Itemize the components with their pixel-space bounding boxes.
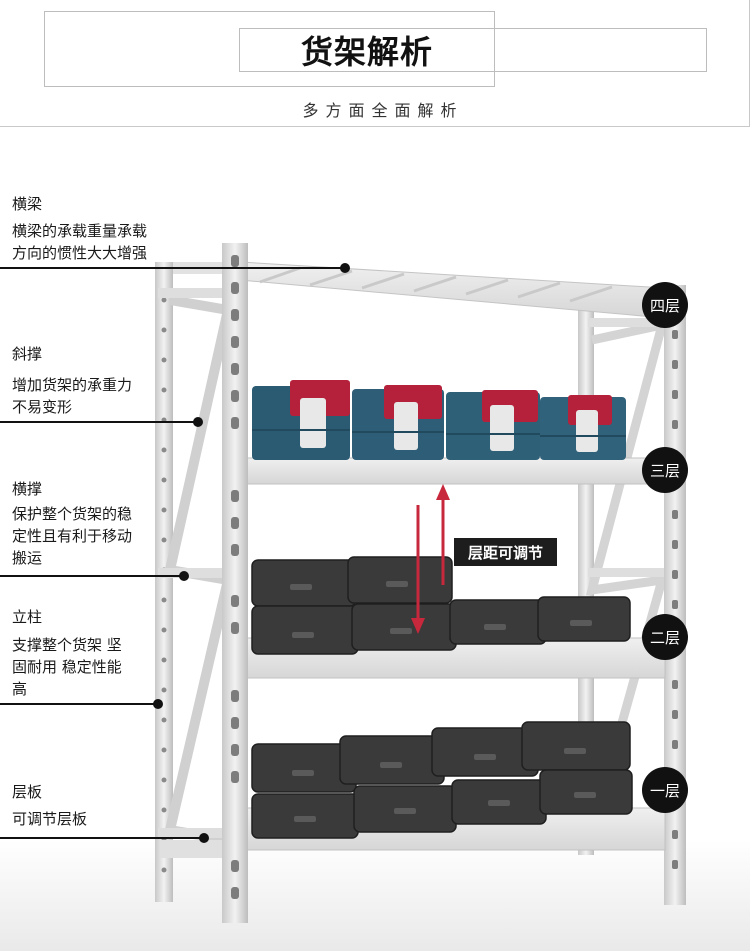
annotation-post-title: 立柱 xyxy=(12,608,43,626)
annotation-crossbar-dot xyxy=(179,571,189,581)
page-title: 货架解析 xyxy=(300,33,433,71)
front-right-post-holes xyxy=(672,330,678,869)
level-badge-4: 四层 xyxy=(642,282,688,328)
side-rails xyxy=(158,288,668,838)
annotation-board-leader xyxy=(0,833,209,843)
shelf-level-3 xyxy=(239,457,666,485)
level-badge-3: 三层 xyxy=(642,447,688,493)
black-cases-level-2-latches xyxy=(290,581,592,638)
adjust-label: 层距可调节 xyxy=(454,538,557,566)
back-left-post-holes xyxy=(161,297,167,873)
annotation-post-dot xyxy=(153,699,163,709)
front-left-post-holes xyxy=(231,255,239,899)
level-badge-1: 一层 xyxy=(642,767,688,813)
annotation-brace-leader xyxy=(0,417,203,427)
annotation-beam-title: 横梁 xyxy=(12,195,43,213)
black-cases-level-2 xyxy=(251,556,631,655)
blue-case-2 xyxy=(352,385,444,460)
shelf-level-4-slats xyxy=(259,266,613,303)
annotation-brace-dot xyxy=(193,417,203,427)
annotation-beam-leader xyxy=(0,263,350,273)
annotation-brace-desc: 增加货架的承重力 不易变形 xyxy=(12,376,133,416)
annotation-crossbar-desc: 保护整个货架的稳 定性且有利于移动 搬运 xyxy=(12,505,133,567)
annotation-crossbar-leader xyxy=(0,571,189,581)
annotation-brace-title: 斜撑 xyxy=(12,345,43,363)
front-left-post xyxy=(222,243,248,923)
annotation-board-desc: 可调节层板 xyxy=(12,810,88,828)
level-badge-2: 二层 xyxy=(642,614,688,660)
annotation-beam-dot xyxy=(340,263,350,273)
header-decor-box-left xyxy=(44,11,495,87)
header-decor-box-right xyxy=(239,28,707,72)
annotation-board-title: 层板 xyxy=(12,783,43,801)
front-right-post xyxy=(664,285,686,905)
adjust-arrow xyxy=(411,484,450,634)
floor-shade xyxy=(0,840,750,951)
blue-case-3 xyxy=(446,390,540,460)
black-cases-level-1-latches xyxy=(292,748,596,822)
blue-case-1 xyxy=(252,380,350,460)
annotation-post-leader xyxy=(0,699,163,709)
annotation-post-desc: 支撑整个货架 坚 固耐用 稳定性能 高 xyxy=(12,636,122,698)
annotation-beam-desc: 横梁的承载重量承载 方向的惯性大大增强 xyxy=(12,222,148,262)
annotation-crossbar-title: 横撑 xyxy=(12,480,43,498)
bottom-side-board xyxy=(160,840,242,858)
annotation-board-dot xyxy=(199,833,209,843)
blue-case-4 xyxy=(540,395,626,460)
page-subtitle: 多方面全面解析 xyxy=(302,101,464,120)
